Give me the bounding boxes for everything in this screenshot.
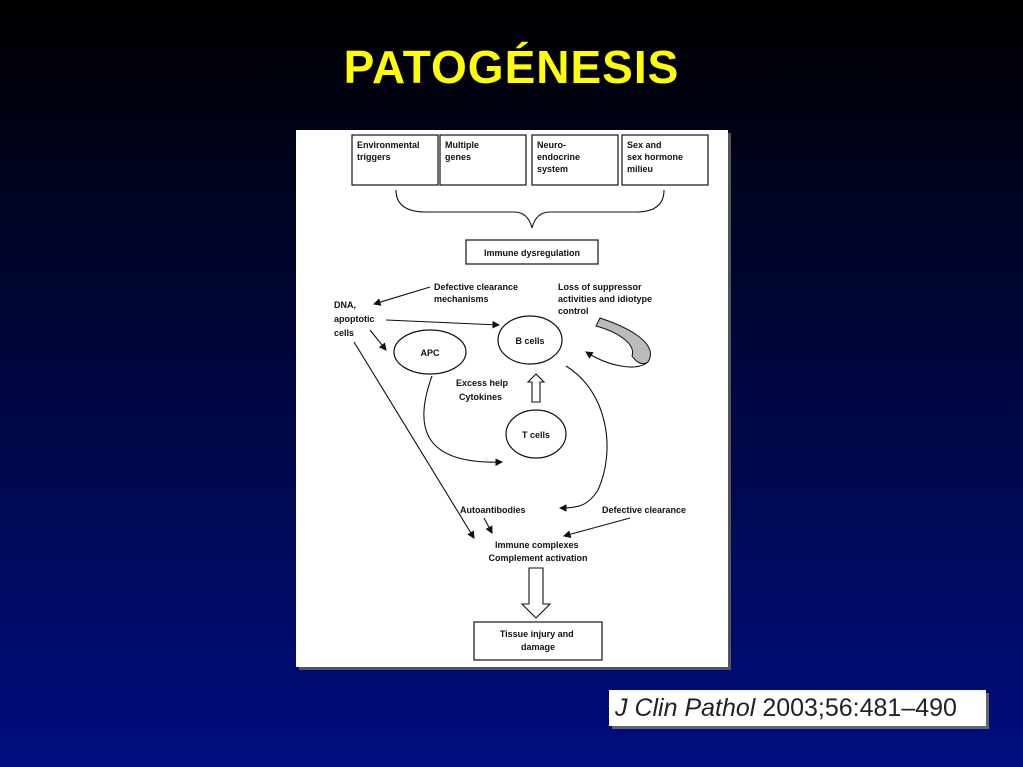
- factor-genes-text: Multiple genes: [445, 140, 482, 162]
- down-arrow-to-tissue-injury: [520, 567, 552, 619]
- loss-of-suppressor-text: Loss of suppressor activities and idioty…: [558, 282, 655, 316]
- t-cells: [505, 409, 567, 459]
- immune-dysregulation-box: [465, 239, 599, 265]
- tissue-injury-text: Tissue injury and damage: [500, 629, 576, 652]
- suppressor-swoosh: [595, 317, 651, 365]
- citation-box: J Clin Pathol 2003;56:481–490: [609, 690, 986, 726]
- factors-brace: [395, 189, 665, 229]
- defective-clearance-mechanisms-text: Defective clearance mechanisms: [434, 282, 521, 304]
- b-cells: [497, 315, 563, 365]
- apc-cell: [393, 329, 467, 375]
- factor-box-sex-hormone: [621, 134, 709, 186]
- excess-help-arrow: [526, 373, 546, 403]
- arrow-apc-to-tcells: [423, 375, 504, 467]
- pathogenesis-diagram: Environmental triggers Multiple genes Ne…: [296, 130, 728, 667]
- t-cells-label: T cells: [522, 430, 550, 440]
- factor-neuroendocrine-text: Neuro- endocrine system: [537, 140, 583, 174]
- arrow-bcells-to-autoantibodies: [558, 365, 608, 512]
- autoantibodies-text: Autoantibodies: [460, 505, 526, 515]
- factor-box-genes: [439, 134, 527, 186]
- factor-sex-hormone-text: Sex and sex hormone milieu: [627, 140, 686, 174]
- arrow-dna-to-apc: [369, 329, 387, 351]
- arrow-clearance-to-dna: [372, 286, 431, 306]
- arrow-autoantibodies-to-complexes: [483, 517, 493, 534]
- dna-apoptotic-cells-text: DNA, apoptotic cells: [334, 300, 377, 338]
- factor-box-neuroendocrine: [531, 134, 619, 186]
- arrow-dna-to-immune-complexes: [353, 341, 475, 539]
- arrow-defective-clearance-to-complexes: [562, 517, 631, 538]
- arrow-swoosh-to-bcells: [585, 351, 649, 368]
- tissue-injury-box: [473, 621, 603, 661]
- arrow-dna-to-bcells: [385, 319, 501, 329]
- diagram-svg: Environmental triggers Multiple genes Ne…: [334, 134, 709, 661]
- immune-complexes-text: Immune complexes Complement activation: [488, 540, 587, 563]
- immune-dysregulation-text: Immune dysregulation: [484, 248, 580, 258]
- slide-title: PATOGÉNESIS: [343, 41, 680, 93]
- defective-clearance-text: Defective clearance: [602, 505, 686, 515]
- excess-help-text: Excess help Cytokines: [456, 378, 511, 402]
- apc-label: APC: [420, 348, 440, 358]
- citation-journal: J Clin Pathol: [615, 694, 756, 722]
- factor-box-environmental: [351, 134, 439, 186]
- b-cells-label: B cells: [515, 336, 544, 346]
- factor-environmental-text: Environmental triggers: [357, 140, 422, 162]
- citation-reference: 2003;56:481–490: [762, 694, 957, 722]
